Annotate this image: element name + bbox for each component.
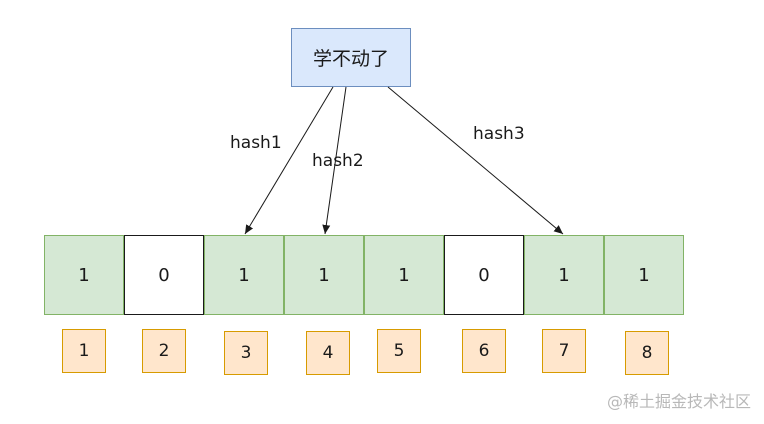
- bit-cell-2: 0: [124, 235, 204, 315]
- bit-cell-7: 1: [524, 235, 604, 315]
- bit-cell-6: 0: [444, 235, 524, 315]
- index-box-4: 4: [306, 331, 350, 375]
- bit-cell-3: 1: [204, 235, 284, 315]
- hash1-arrow: [244, 86, 334, 235]
- hash2-arrow: [322, 86, 347, 235]
- index-box-3: 3: [224, 331, 268, 375]
- bit-cell-4: 1: [284, 235, 364, 315]
- index-box-1: 1: [62, 329, 106, 373]
- index-box-2: 2: [142, 329, 186, 373]
- index-box-7: 7: [542, 329, 586, 373]
- bit-cell-8: 1: [604, 235, 684, 315]
- index-box-6: 6: [462, 329, 506, 373]
- hash2-label: hash2: [312, 151, 364, 171]
- root-label: 学不动了: [312, 48, 389, 70]
- index-box-8: 8: [625, 331, 669, 375]
- hash1-label: hash1: [230, 133, 282, 153]
- bit-cell-5: 1: [364, 235, 444, 315]
- hash3-arrow: [387, 86, 564, 235]
- hash3-label: hash3: [473, 124, 525, 144]
- bit-cell-1: 1: [44, 235, 124, 315]
- index-box-5: 5: [377, 329, 421, 373]
- root-node: 学不动了: [291, 28, 411, 87]
- watermark: @稀土掘金技术社区: [606, 392, 751, 411]
